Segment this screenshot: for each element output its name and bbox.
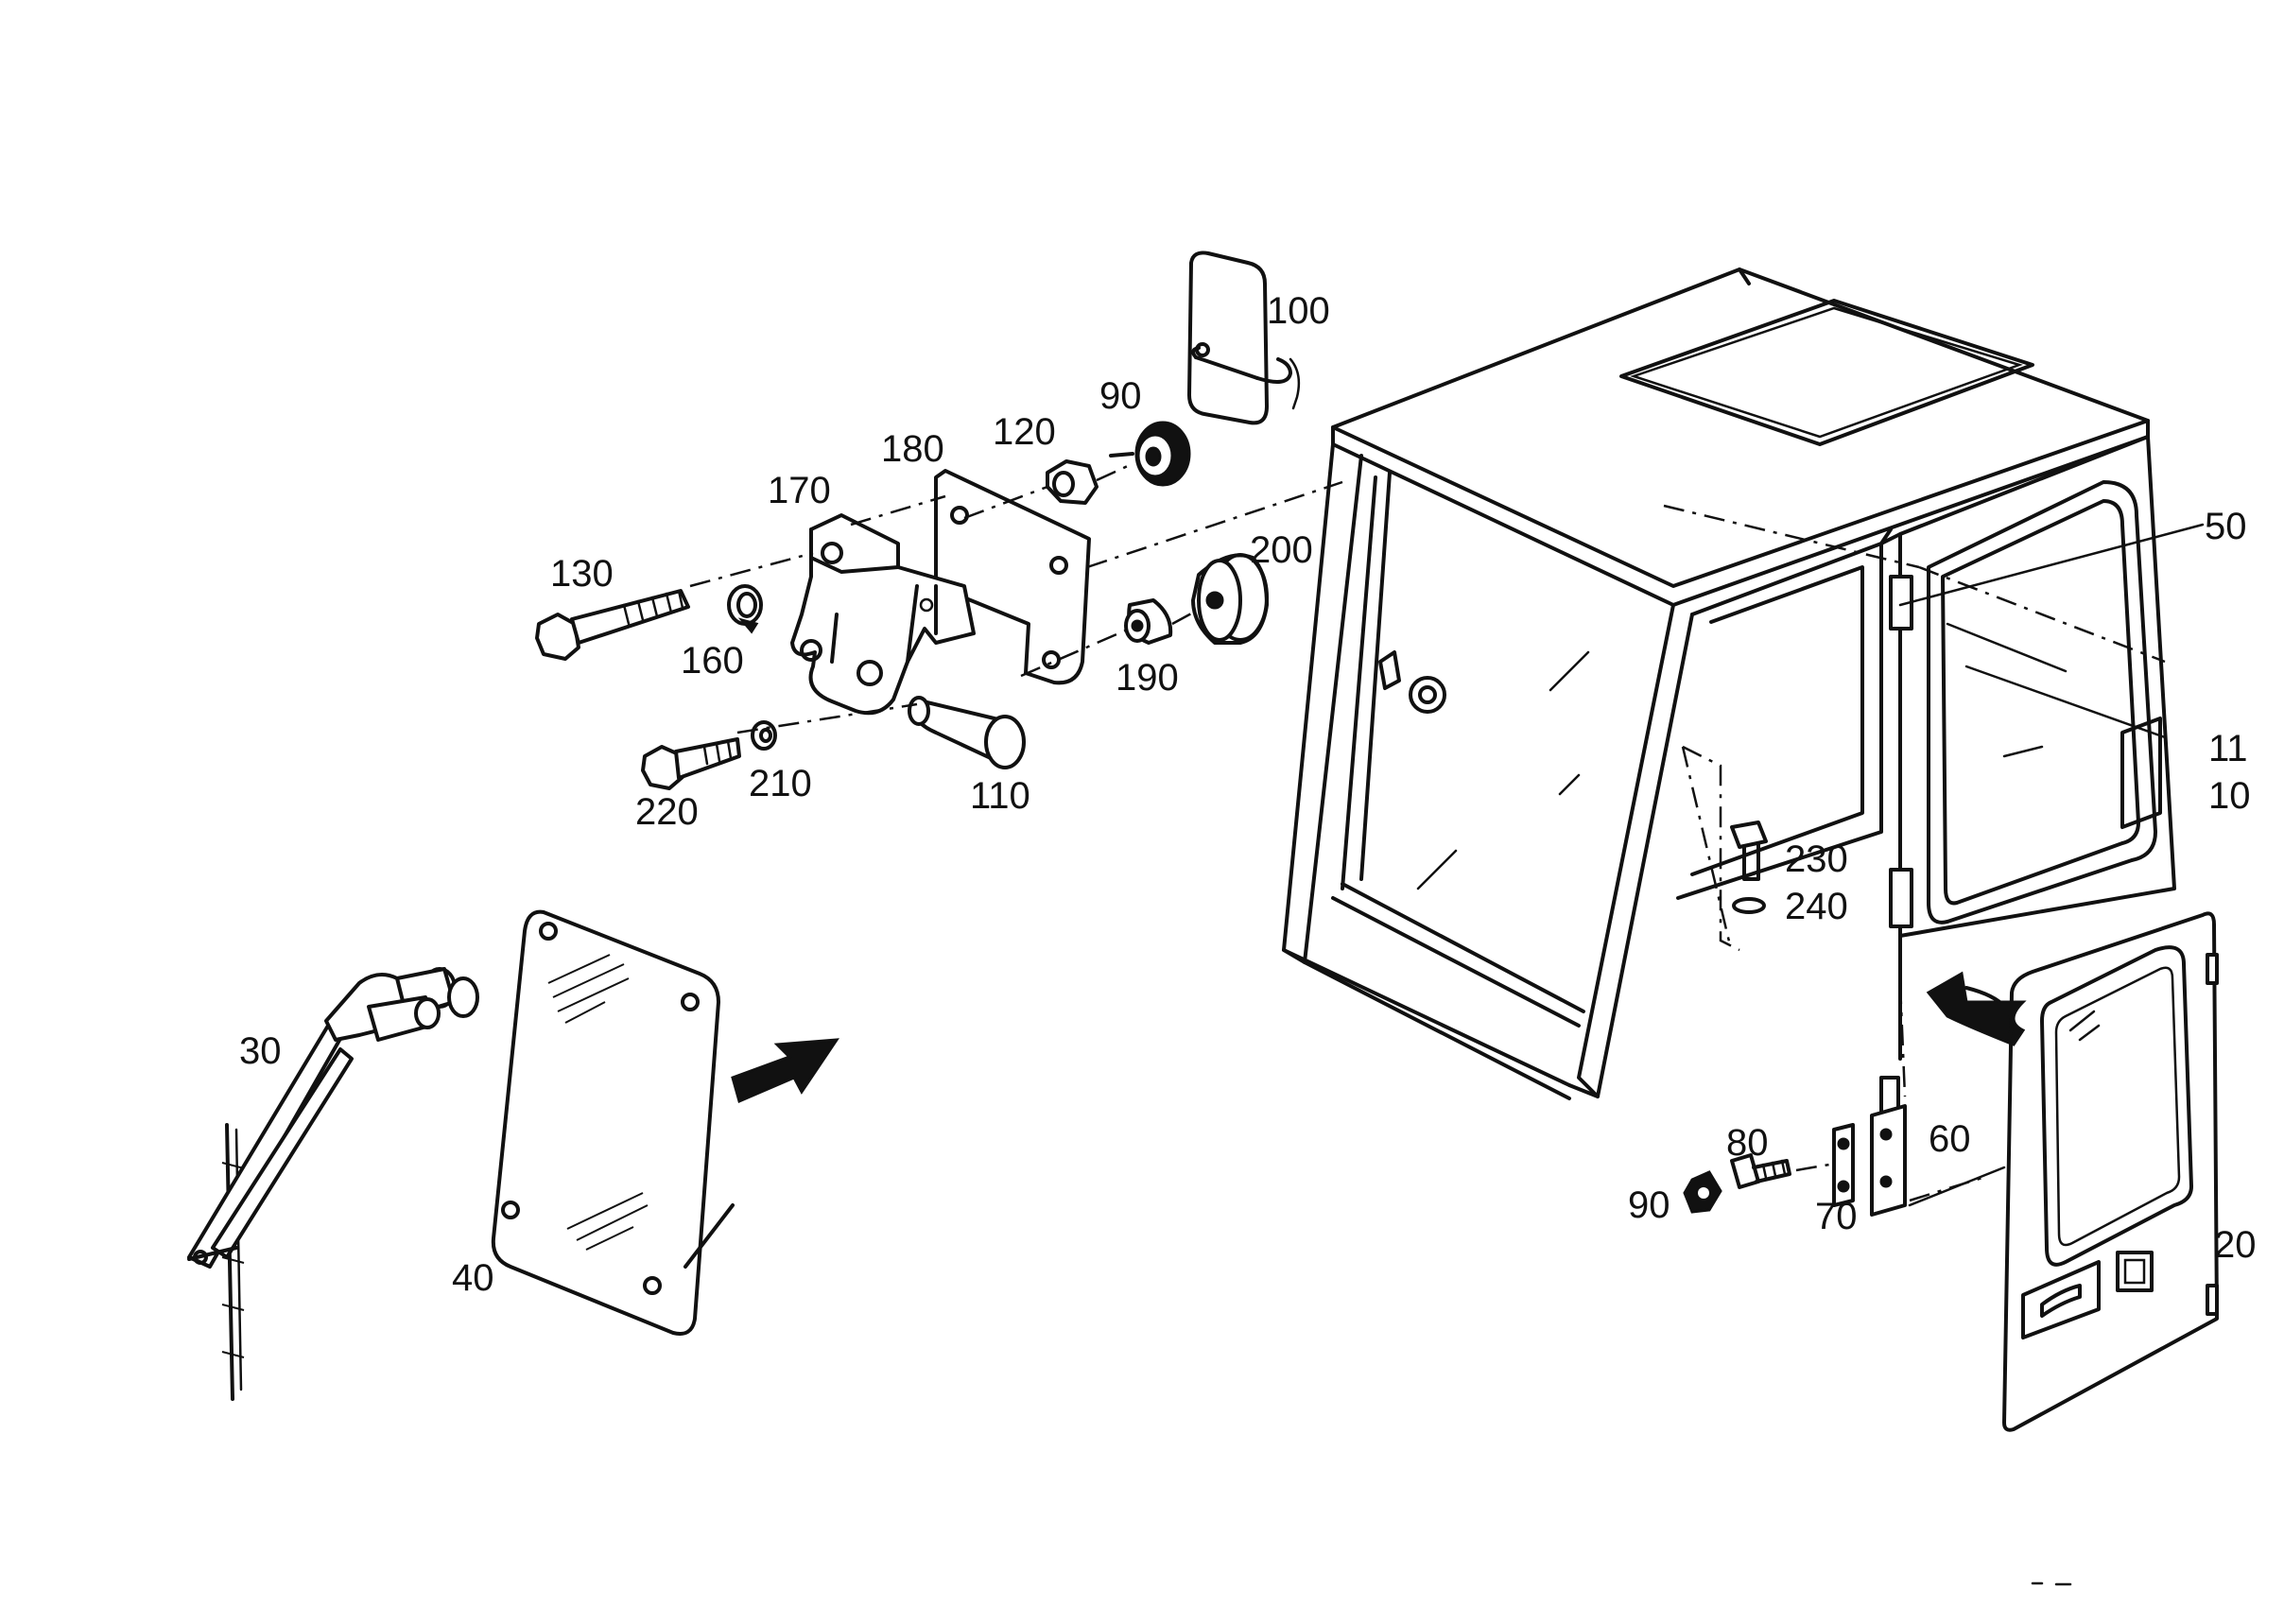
pin-110 [908, 696, 1026, 769]
leader-50 [1898, 523, 2205, 607]
label-230: 230 [1785, 838, 1848, 880]
label-60: 60 [1929, 1118, 1971, 1160]
wiper-assembly [187, 967, 479, 1401]
direction-arrow [731, 1038, 839, 1104]
label-70: 70 [1815, 1196, 1858, 1237]
label-130: 130 [550, 553, 614, 595]
axis-line-7 [1020, 627, 1131, 678]
mirror [1187, 251, 1301, 425]
label-200: 200 [1250, 529, 1313, 571]
label-20: 20 [2214, 1224, 2257, 1266]
spacer-190 [1124, 598, 1173, 645]
label-80: 80 [1726, 1122, 1769, 1164]
axis-line-3 [963, 485, 1048, 520]
label-170: 170 [768, 470, 831, 511]
axis-line-8 [1171, 611, 1194, 626]
bolt-230 [1730, 821, 1768, 914]
label-40: 40 [452, 1257, 494, 1299]
axis-line-1 [689, 551, 814, 588]
cab-frame [1282, 268, 2176, 1100]
axis-line-4 [1096, 463, 1131, 482]
door-swing-arrow [1926, 971, 2027, 1046]
label-10: 10 [2208, 775, 2251, 817]
axis-line-6 [736, 702, 918, 734]
bracket-230-240-b [1681, 746, 1732, 946]
label-50: 50 [2205, 506, 2247, 547]
bracket-170 [790, 513, 976, 716]
bracket-230-240 [1682, 745, 1740, 952]
label-110: 110 [970, 775, 1030, 817]
label-240: 240 [1785, 886, 1848, 927]
axis-line-5 [1086, 480, 1343, 569]
hinge-assembly [1683, 1076, 2006, 1217]
retaining-ring-160 [727, 584, 763, 634]
door [2002, 911, 2219, 1432]
label-100: 100 [1267, 290, 1330, 332]
washer-210 [751, 720, 777, 751]
window-panel [491, 909, 735, 1336]
label-120: 120 [993, 411, 1056, 453]
label-90-nut: 90 [1628, 1184, 1670, 1226]
nut-120 [1046, 459, 1099, 505]
label-190: 190 [1116, 657, 1179, 699]
part-labels: 100 90 120 180 170 130 160 200 190 110 2… [239, 290, 2257, 1299]
bearing-90 [1109, 421, 1191, 487]
label-210: 210 [749, 763, 812, 804]
scan-marks [2031, 1581, 2072, 1586]
label-180: 180 [881, 428, 944, 470]
label-160: 160 [681, 640, 744, 682]
washer-200 [1191, 553, 1269, 645]
label-30: 30 [239, 1030, 282, 1072]
label-220: 220 [635, 791, 699, 833]
label-90-bearing: 90 [1099, 375, 1142, 417]
axis-line-2 [850, 494, 946, 527]
bolt-220 [641, 737, 741, 790]
plate-180 [934, 469, 1091, 685]
label-11: 11 [2208, 728, 2248, 769]
bolt-130 [535, 589, 690, 661]
